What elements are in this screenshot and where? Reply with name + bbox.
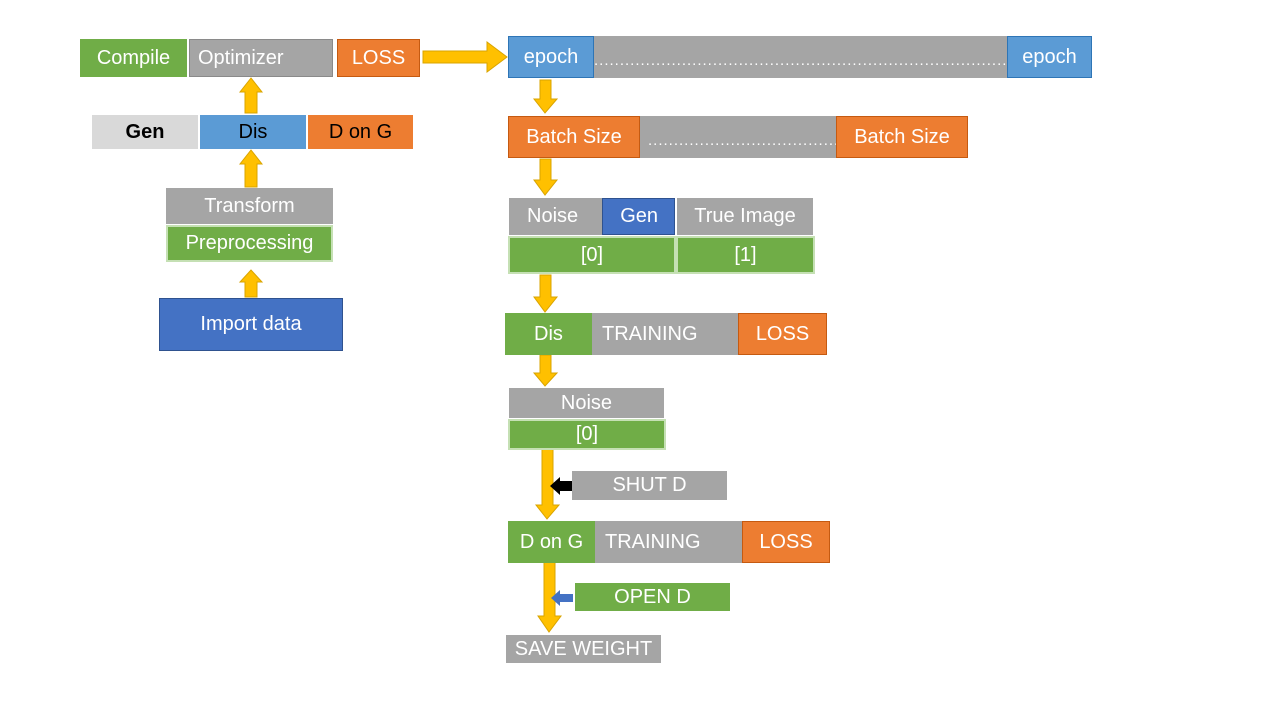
arrow-up-icon	[238, 269, 264, 298]
dis-loss-label: LOSS	[755, 322, 810, 345]
transform-label: Transform	[204, 194, 295, 217]
dis-label: Dis	[238, 120, 268, 143]
optimizer-label: Optimizer	[198, 46, 284, 69]
save-weight-label: SAVE WEIGHT	[514, 637, 653, 660]
batch-ellipsis: ........................................…	[648, 131, 837, 149]
gen-noise-label: Noise	[560, 391, 613, 414]
real-label: [1]	[734, 243, 757, 266]
arrow-down-icon	[533, 158, 559, 196]
arrow-left-icon	[551, 590, 573, 606]
gen-box: Gen	[602, 198, 675, 235]
d-on-g-training-model-box: D on G	[508, 521, 595, 563]
dis-training-box: TRAINING	[592, 313, 739, 355]
dis-loss-box: LOSS	[738, 313, 827, 355]
gen-label-box: [0]	[508, 419, 666, 450]
batch-size-start-label: Batch Size	[526, 125, 622, 148]
epoch-end-label: epoch	[1022, 45, 1077, 68]
fake-label: [0]	[580, 243, 604, 266]
batch-range-bar: ........................................…	[640, 116, 837, 158]
arrow-left-icon	[550, 477, 575, 495]
arrow-right-icon	[422, 41, 508, 73]
noise-box: Noise	[509, 198, 602, 235]
arrow-down-icon	[532, 79, 559, 114]
batch-size-end-label: Batch Size	[854, 125, 950, 148]
shut-d-label: SHUT D	[612, 474, 687, 496]
open-d-box: OPEN D	[575, 583, 730, 611]
loss-box: LOSS	[337, 39, 420, 77]
fake-label-box: [0]	[508, 236, 676, 274]
import-data-label: Import data	[200, 313, 302, 335]
d-on-g-training-label: TRAINING	[605, 530, 701, 553]
epoch-ellipsis: ........................................…	[594, 51, 1008, 69]
arrow-up-icon	[238, 77, 264, 114]
d-on-g-label: D on G	[328, 120, 393, 143]
loss-label: LOSS	[351, 46, 406, 69]
d-on-g-model-box: D on G	[308, 115, 413, 149]
gen-target-label: [0]	[575, 423, 599, 445]
epoch-end-box: epoch	[1007, 36, 1092, 78]
preprocessing-label: Preprocessing	[185, 232, 314, 254]
true-image-label: True Image	[694, 205, 796, 227]
arrow-down-icon	[534, 447, 561, 520]
gen-model-box: Gen	[92, 115, 198, 149]
arrow-down-icon	[537, 561, 562, 633]
true-image-box: True Image	[677, 198, 813, 235]
compile-box: Compile	[80, 39, 187, 77]
arrow-down-icon	[533, 274, 559, 313]
gen-label: Gen	[620, 205, 658, 227]
batch-size-end-box: Batch Size	[836, 116, 968, 158]
d-on-g-loss-label: LOSS	[759, 530, 813, 553]
epoch-range-bar: ........................................…	[594, 36, 1008, 78]
d-on-g-training-model-label: D on G	[519, 530, 584, 553]
batch-size-start-box: Batch Size	[508, 116, 640, 158]
shut-d-box: SHUT D	[572, 471, 727, 500]
dis-training-model-box: Dis	[505, 313, 592, 355]
open-d-label: OPEN D	[614, 585, 691, 608]
optimizer-box: Optimizer	[189, 39, 333, 77]
transform-box: Transform	[166, 188, 333, 224]
epoch-start-box: epoch	[508, 36, 594, 78]
import-data-box: Import data	[159, 298, 343, 351]
arrow-up-icon	[238, 149, 264, 188]
d-on-g-training-box: TRAINING	[595, 521, 743, 563]
dis-training-label: TRAINING	[602, 322, 698, 345]
gen-noise-box: Noise	[509, 388, 664, 418]
preprocessing-box: Preprocessing	[166, 225, 333, 262]
compile-label: Compile	[96, 46, 171, 69]
dis-model-box: Dis	[200, 115, 306, 149]
dis-training-model-label: Dis	[534, 322, 563, 345]
arrow-down-icon	[532, 354, 559, 387]
d-on-g-loss-box: LOSS	[742, 521, 830, 563]
noise-label: Noise	[527, 205, 579, 227]
epoch-start-label: epoch	[523, 45, 579, 68]
save-weight-box: SAVE WEIGHT	[506, 635, 661, 663]
gen-label: Gen	[125, 120, 165, 143]
real-label-box: [1]	[676, 236, 815, 274]
